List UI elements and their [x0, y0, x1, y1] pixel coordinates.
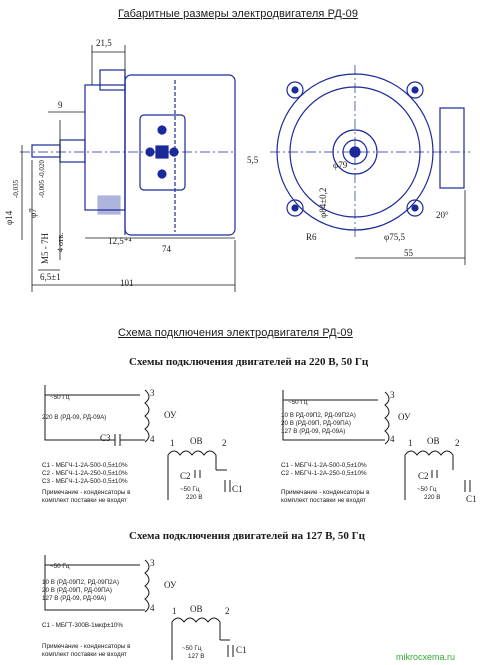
dim-101: 101: [120, 278, 134, 288]
r220-line-1: 10 В РД-09П2, РД-09П2А): [281, 412, 356, 419]
dim-5-5: 5,5: [247, 155, 259, 165]
dim-9: 9: [58, 100, 63, 110]
l220-term4: 4: [150, 434, 155, 444]
r220-supply: ~50 Гц: [288, 399, 308, 406]
s127-supply: ~50 Гц: [50, 563, 70, 570]
r220-line-3: 127 В (РД-09, РД-09А): [281, 428, 346, 435]
section-220-heading: Схемы подключения двигателей на 220 В, 5…: [129, 356, 369, 368]
section-127-heading: Схема подключения двигателей на 127 В, 5…: [129, 530, 366, 542]
dim-phi14: φ14: [4, 210, 14, 225]
l220-supply: ~50 Гц: [50, 394, 70, 401]
dim-phi7: φ7: [28, 208, 38, 218]
r220-note-1: С1 - МБГЧ-1-2А-500-0,5±10%: [281, 462, 367, 469]
l220-voltage: 220 В (РД-09, РД-09А): [42, 414, 107, 421]
dim-4-holes: 4 отв.: [56, 232, 65, 252]
s127-term2: 2: [225, 606, 230, 616]
r220-term1: 1: [408, 438, 413, 448]
r220-out-voltage: 220 В: [424, 494, 441, 501]
r220-term4: 4: [390, 434, 395, 444]
shaft-hub: [59, 139, 86, 163]
l220-out-supply: ~50 Гц: [180, 486, 200, 493]
l220-ov: ОВ: [190, 436, 203, 446]
s127-out-voltage: 127 В: [188, 653, 205, 660]
s127-line-2: 20 В (РД-09П, РД-09ПА): [42, 587, 112, 594]
l220-term1: 1: [170, 438, 175, 448]
s127-remark-1: Примечание - конденсаторы в: [42, 643, 131, 650]
s127-ou: ОУ: [164, 580, 177, 590]
l220-c1: С1: [232, 484, 243, 494]
dim-12-5: 12,5⁺⁴: [108, 236, 132, 246]
dim-21-5: 21,5: [96, 38, 112, 48]
dim-r6: R6: [306, 232, 317, 242]
s127-term1: 1: [172, 606, 177, 616]
l220-term3: 3: [150, 388, 155, 398]
r220-ov: ОВ: [427, 436, 440, 446]
l220-remark-1: Примечание - конденсаторы в: [42, 489, 131, 496]
s127-term3: 3: [150, 558, 155, 568]
motor-body: [124, 74, 236, 236]
l220-ou: ОУ: [164, 410, 177, 420]
l220-note-1: С1 - МБГЧ-1-2А-500-0,5±10%: [42, 462, 128, 469]
r220-note-2: С2 - МБГЧ-1-2А-250-0,5±10%: [281, 470, 367, 477]
l220-c3: С3: [100, 433, 111, 443]
r220-remark-1: Примечание - конденсаторы в: [281, 489, 370, 496]
l220-out-voltage: 220 В: [186, 494, 203, 501]
terminal-block: [139, 114, 186, 191]
r220-term3: 3: [390, 390, 395, 400]
l220-term2: 2: [222, 438, 227, 448]
dim-phi79: φ79: [333, 160, 348, 170]
dim-phi7-tol: -0,005 -0,020: [38, 160, 46, 198]
l220-note-3: С3 - МБГЧ-1-2А-500-0,5±10%: [42, 478, 128, 485]
r220-c1: С1: [466, 494, 477, 504]
r220-c2: С2: [418, 471, 429, 481]
s127-ov: ОВ: [190, 604, 203, 614]
l220-c2: С2: [180, 471, 191, 481]
l220-remark-2: комплект поставки не входят: [42, 497, 127, 504]
s127-c1: С1: [236, 645, 247, 655]
dim-6-5: 6,5±1: [40, 272, 61, 282]
motor-drawing: [20, 45, 470, 292]
shaft: [31, 144, 61, 158]
s127-line-1: 10 В (РД-09П2, РД-09П2А): [42, 579, 119, 586]
dim-phi14-tol: -0,035: [12, 179, 20, 198]
r220-ou: ОУ: [398, 412, 411, 422]
r220-term2: 2: [455, 438, 460, 448]
s127-note-1: С1 - МБГТ-300В-1мкф±10%: [42, 622, 124, 629]
r220-line-2: 20 В (РД-09П, РД-09ПА): [281, 420, 351, 427]
dim-74: 74: [162, 244, 171, 254]
wiring-title: Схема подключения электродвигателя РД-09: [118, 327, 353, 339]
dim-m5: M5 - 7H: [40, 233, 50, 264]
dim-phi84: φ84±0,2: [318, 187, 328, 218]
s127-line-3: 127 В (РД-09, РД-09А): [42, 595, 107, 602]
drawing-title: Габаритные размеры электродвигателя РД-0…: [118, 8, 359, 20]
r220-remark-2: комплект поставки не входят: [281, 497, 366, 504]
end-view-terminal: [439, 107, 465, 189]
dim-phi75-5: φ75,5: [384, 232, 405, 242]
l220-note-2: С2 - МБГЧ-1-2А-250-0,5±10%: [42, 470, 128, 477]
top-bracket: [99, 69, 126, 91]
s127-remark-2: комплект поставки не входят: [42, 651, 127, 658]
front-flange: [84, 84, 126, 211]
dim-55: 55: [404, 248, 413, 258]
r220-out-supply: ~50 Гц: [417, 486, 437, 493]
dim-20deg: 20°: [436, 210, 449, 220]
s127-out-supply: ~50 Гц: [182, 645, 202, 652]
s127-term4: 4: [150, 603, 155, 613]
site-watermark: mikrocxema.ru: [396, 652, 456, 662]
